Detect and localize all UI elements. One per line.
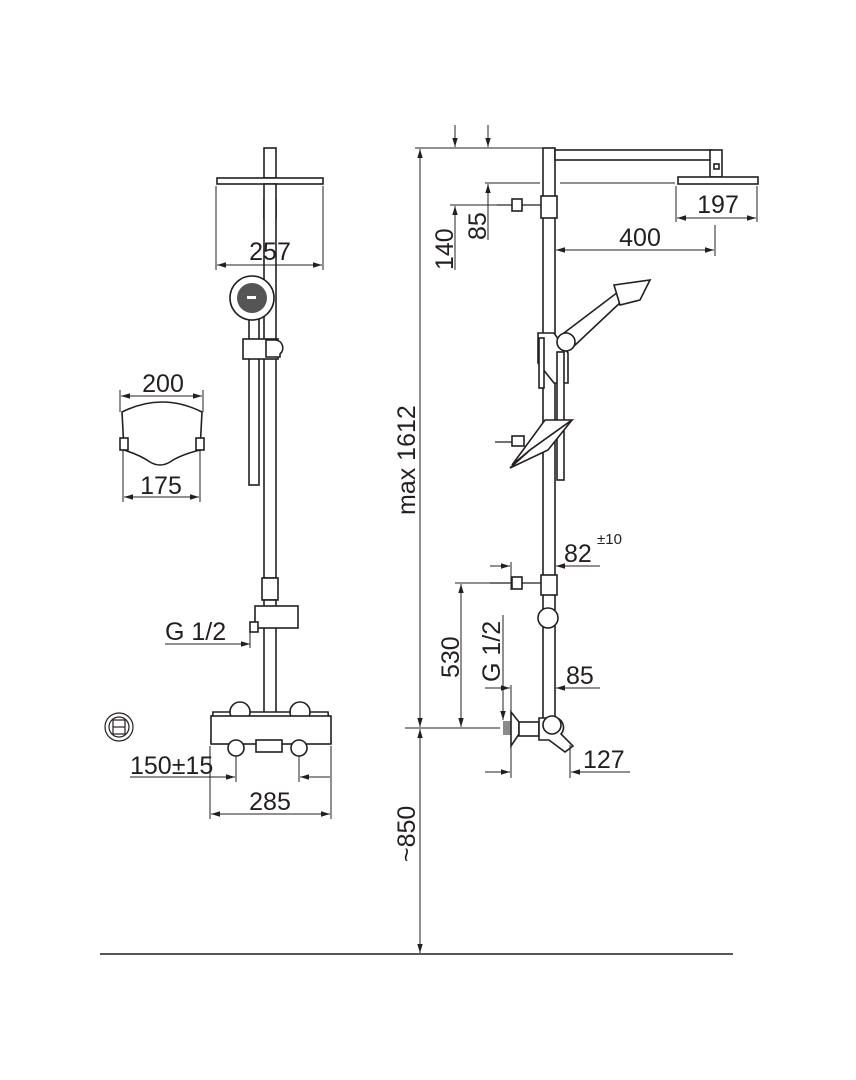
dim-head-width: 257 <box>215 186 324 270</box>
shower-rail-front <box>261 183 279 716</box>
label-g-half-side: G 1/2 <box>478 621 506 682</box>
dim-label-285: 285 <box>249 788 291 816</box>
label-g-half-front: G 1/2 <box>165 618 226 646</box>
dim-label-85-bottom: 85 <box>566 662 594 690</box>
side-view: 140 85 197 400 max 1612 82 ±10 <box>393 125 759 953</box>
dim-mixer-width: 285 <box>209 746 332 819</box>
dim-85-top: 85 <box>464 125 492 240</box>
shower-arm-side <box>554 149 759 185</box>
hand-shower-front <box>229 275 284 486</box>
dim-label-tolerance: ±10 <box>597 531 622 548</box>
dim-inlet-thread-side: G 1/2 <box>478 615 506 720</box>
dim-label-257: 257 <box>249 238 291 266</box>
wall-bracket-top-side <box>497 198 541 212</box>
soap-shelf-side <box>495 419 575 469</box>
soap-dish-front <box>119 401 205 466</box>
dim-arm-length: 400 <box>556 224 716 256</box>
dim-label-max-1612: max 1612 <box>393 405 421 515</box>
dim-label-175: 175 <box>140 472 182 500</box>
dim-label-400: 400 <box>619 224 661 252</box>
dim-label-850: ~850 <box>393 806 421 862</box>
front-view: 257 200 175 G 1/2 150±15 <box>104 147 332 819</box>
wall-bracket-front <box>249 605 299 633</box>
dim-label-85-top: 85 <box>464 212 492 240</box>
wall-bracket-bottom-side <box>490 576 541 590</box>
thermostat-mixer-front <box>210 701 332 757</box>
dim-inlet-spacing: 150±15 <box>130 752 330 782</box>
dim-label-200: 200 <box>142 370 184 398</box>
dim-soap-dish-bottom: 175 <box>122 450 201 502</box>
dim-mixer-depth: 127 <box>485 745 630 778</box>
dim-label-82: 82 <box>564 540 592 568</box>
dim-floor-height: ~850 <box>393 727 500 953</box>
dim-label-150-15: 150±15 <box>130 752 213 780</box>
dim-bracket-height: 530 <box>437 582 490 727</box>
dim-inlet-thread-front: G 1/2 <box>165 618 251 648</box>
dim-mixer-offset: 85 <box>485 662 600 778</box>
dim-soap-dish-top: 200 <box>119 370 204 412</box>
dim-max-height: max 1612 <box>393 149 423 727</box>
dim-140: 140 <box>431 125 459 270</box>
dim-head-diameter: 197 <box>675 186 758 222</box>
dim-label-140: 140 <box>431 228 459 270</box>
dim-label-530: 530 <box>437 636 465 678</box>
dim-label-197: 197 <box>697 191 739 219</box>
dim-bracket-offset: 82 ±10 <box>490 531 622 590</box>
wall-plug <box>503 721 511 735</box>
hand-shower-side <box>537 278 652 481</box>
thermostat-mixer-side <box>503 709 575 753</box>
certification-icon <box>104 712 134 742</box>
dim-label-127: 127 <box>583 746 625 774</box>
